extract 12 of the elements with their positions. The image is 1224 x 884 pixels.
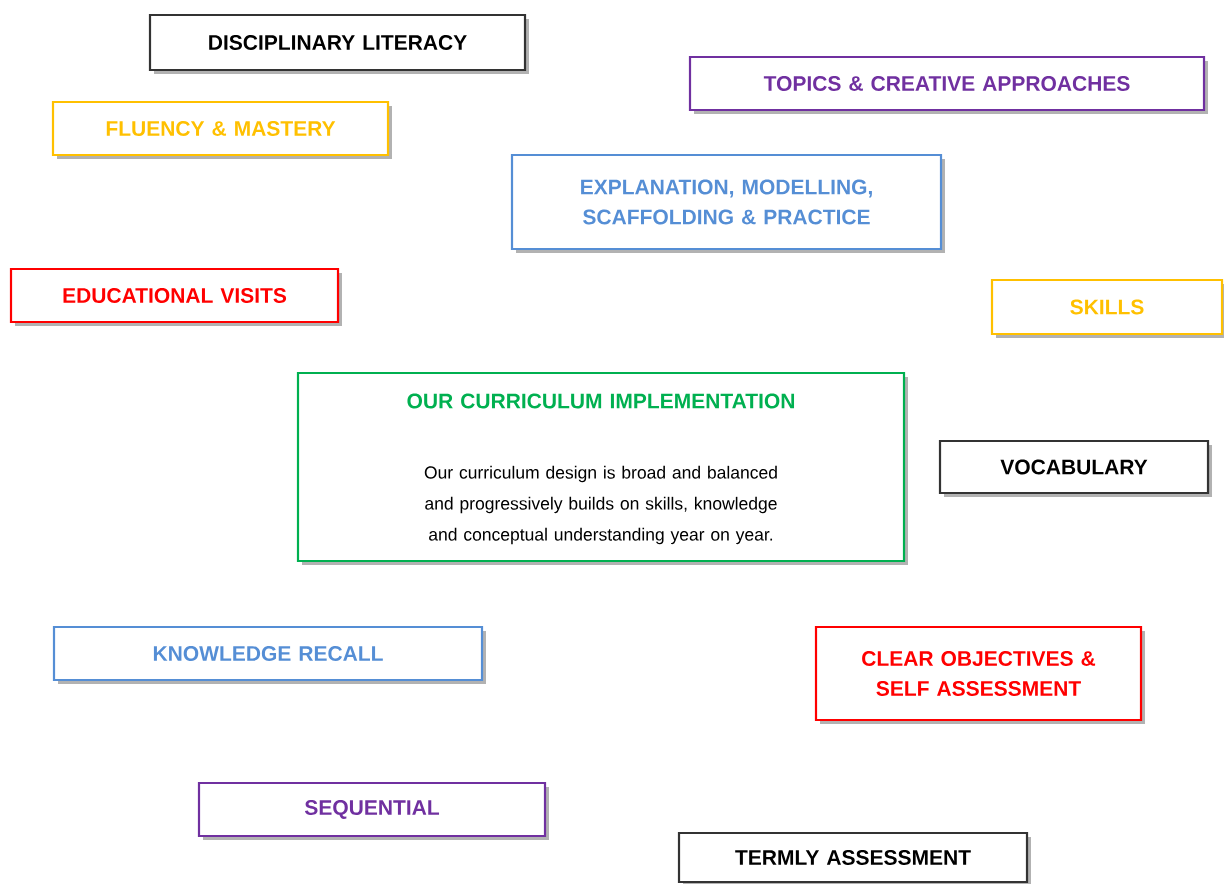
heading-box: CLEAR OBJECTIVES & SELF ASSESSMENT	[814, 625, 1145, 724]
heading-box: FLUENCY & MASTERY	[51, 100, 392, 159]
heading-box: EXPLANATION, MODELLING, SCAFFOLDING & PRACTICE	[510, 153, 945, 253]
heading-box: SKILLS	[990, 278, 1224, 338]
summary-box: OUR CURRICULUM IMPLEMENTATION Our curriculum design is broad and balanced and progressively builds on skills, knowledge and conceptual understanding year on year.	[296, 371, 908, 565]
heading-box: KNOWLEDGE RECALL	[52, 625, 486, 684]
heading-box: SEQUENTIAL	[197, 781, 549, 840]
heading-box: DISCIPLINARY LITERACY	[148, 13, 529, 74]
heading-box: EDUCATIONAL VISITS	[9, 267, 342, 326]
heading-box: TOPICS & CREATIVE APPROACHES	[688, 55, 1208, 114]
heading-box: TERMLY ASSESSMENT	[677, 831, 1031, 884]
heading-box: VOCABULARY	[938, 439, 1212, 497]
